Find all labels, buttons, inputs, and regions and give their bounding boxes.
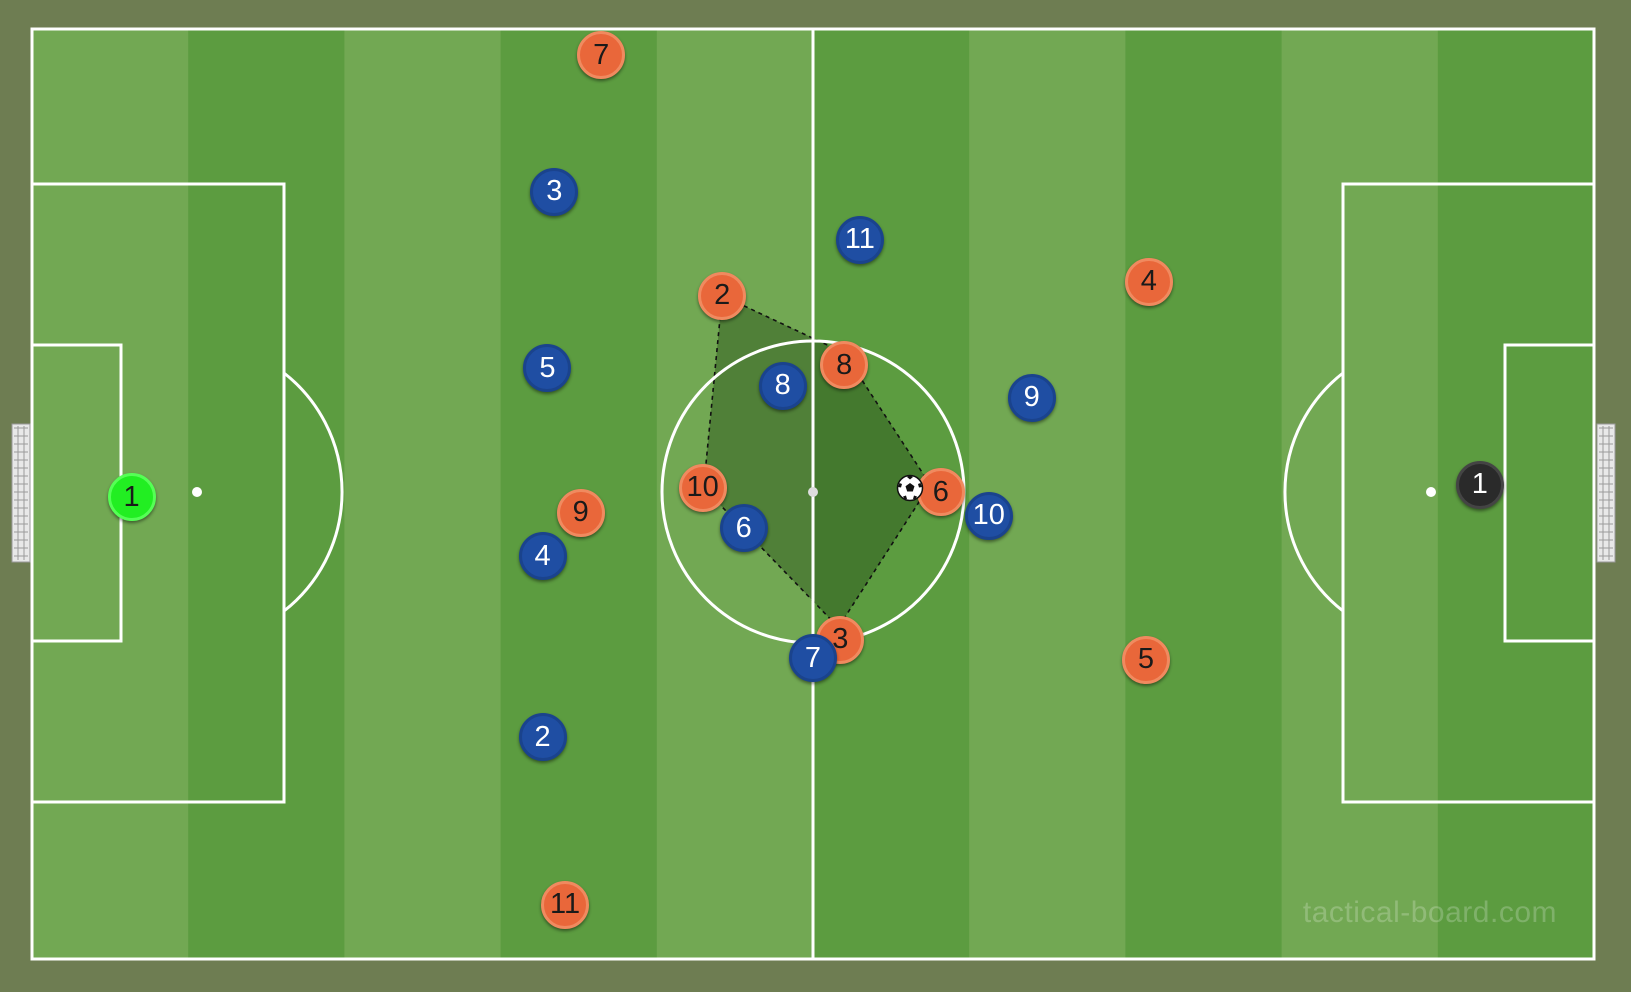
player-token-orange-6[interactable]: 6 — [916, 468, 965, 517]
player-token-blue-3[interactable]: 3 — [530, 167, 579, 216]
player-token-orange-7[interactable]: 7 — [577, 31, 626, 80]
player-token-orange-10[interactable]: 10 — [678, 463, 727, 512]
center-spot — [808, 487, 818, 497]
player-token-blue-8[interactable]: 8 — [758, 361, 807, 410]
player-token-blue-5[interactable]: 5 — [523, 344, 572, 393]
player-token-orange-2[interactable]: 2 — [698, 271, 747, 320]
player-token-orange-5[interactable]: 5 — [1121, 635, 1170, 684]
player-token-blue-6[interactable]: 6 — [719, 504, 768, 553]
pitch-stripe — [344, 29, 502, 959]
right-goal-box — [1503, 343, 1596, 643]
player-token-blue-9[interactable]: 9 — [1007, 373, 1056, 422]
player-token-blue-7[interactable]: 7 — [789, 634, 837, 683]
player-token-blue-4[interactable]: 4 — [518, 532, 567, 580]
player-token-blue-2[interactable]: 2 — [518, 713, 567, 762]
player-token-orange-9[interactable]: 9 — [556, 488, 605, 537]
right-penalty-arc — [1283, 371, 1344, 613]
left-penalty-spot — [192, 487, 202, 497]
player-token-gk-green-1[interactable]: 1 — [107, 473, 156, 522]
player-token-blue-10[interactable]: 10 — [964, 491, 1013, 540]
player-token-blue-11[interactable]: 11 — [835, 215, 884, 264]
pitch-markings — [30, 27, 1596, 961]
watermark-text: tactical-board.com — [1302, 896, 1557, 929]
player-token-orange-11[interactable]: 11 — [541, 880, 590, 929]
left-penalty-arc — [283, 371, 344, 613]
player-token-gk-dark-1[interactable]: 1 — [1455, 460, 1504, 509]
pitch-stripe — [188, 29, 345, 959]
player-token-orange-8[interactable]: 8 — [820, 341, 869, 390]
right-goal-icon — [1596, 423, 1616, 563]
pitch-stripe — [1281, 29, 1439, 959]
soccer-ball-icon[interactable] — [896, 474, 924, 502]
pitch-stripe — [1125, 29, 1283, 959]
left-goal-icon — [11, 423, 31, 563]
right-penalty-spot — [1426, 487, 1436, 497]
player-token-orange-4[interactable]: 4 — [1124, 257, 1173, 306]
